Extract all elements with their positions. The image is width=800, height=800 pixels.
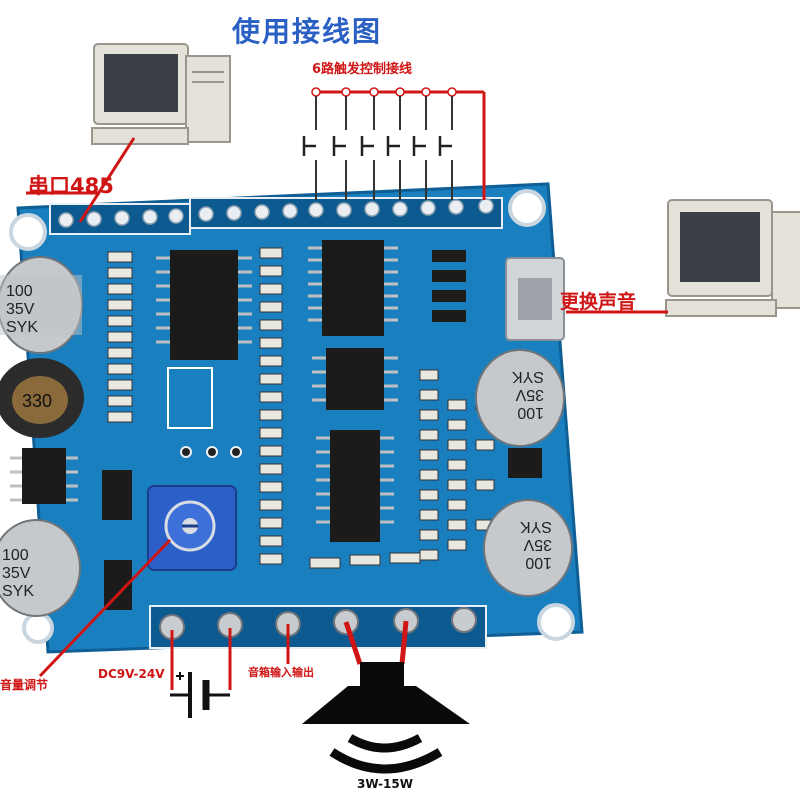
- cap-brand: SYK: [520, 518, 552, 535]
- cap-voltage: 35V: [6, 301, 35, 318]
- top-header: [49, 197, 503, 235]
- cap-voltage: 35V: [523, 536, 552, 553]
- page-title: 使用接线图: [232, 15, 383, 48]
- ic-chip: [10, 448, 78, 504]
- usb-port: [505, 257, 565, 341]
- mount-hole: [9, 213, 47, 251]
- terminal-block: [149, 605, 487, 649]
- via-row: [180, 446, 242, 458]
- serial-485-label: 串口485: [28, 174, 114, 198]
- cap-voltage: 35V: [515, 386, 544, 403]
- mount-hole: [537, 603, 575, 641]
- cap-value: 100: [525, 554, 552, 571]
- cap-value: 100: [517, 404, 544, 421]
- mount-hole: [508, 189, 546, 227]
- volume-potentiometer: [147, 485, 237, 571]
- cap-brand: SYK: [2, 583, 34, 600]
- capacitor-top-left: 100 35V SYK: [0, 256, 83, 354]
- battery-icon: [170, 672, 230, 718]
- swap-sound-label: 更换声音: [560, 291, 637, 313]
- transistor: [102, 250, 542, 610]
- volume-label: 音量调节: [0, 678, 49, 692]
- ic-chip: [312, 348, 398, 410]
- capacitor-bottom-left: 100 35V SYK: [0, 519, 81, 617]
- capacitor-right-middle: 100 35V SYK: [475, 349, 565, 447]
- cap-value: 100: [6, 283, 33, 300]
- wattage-label: 3W-15W: [357, 777, 413, 791]
- speaker-io-label: 音箱输入输出: [248, 666, 314, 679]
- computer-left-icon: [91, 43, 231, 145]
- inductor-label: 330: [22, 391, 52, 411]
- cap-value: 100: [2, 547, 29, 564]
- trigger-control-label: 6路触发控制接线: [312, 62, 413, 77]
- connection-wires: [26, 137, 668, 690]
- power-label: DC9V-24V: [98, 667, 165, 681]
- ic-chip: [156, 250, 252, 360]
- ic-socket: [167, 367, 213, 429]
- capacitor-right-bottom: 100 35V SYK: [483, 499, 573, 597]
- speaker-icon: [302, 662, 470, 774]
- cap-brand: SYK: [512, 368, 544, 385]
- computer-right-icon: [665, 199, 800, 317]
- mount-hole: [22, 612, 54, 644]
- ic-chip: [316, 430, 394, 542]
- trigger-switches: [302, 87, 486, 200]
- ic-chip: [308, 240, 398, 336]
- inductor: 330: [0, 358, 84, 438]
- resistor-column: [107, 247, 495, 569]
- cap-brand: SYK: [6, 319, 38, 336]
- cap-voltage: 35V: [2, 565, 31, 582]
